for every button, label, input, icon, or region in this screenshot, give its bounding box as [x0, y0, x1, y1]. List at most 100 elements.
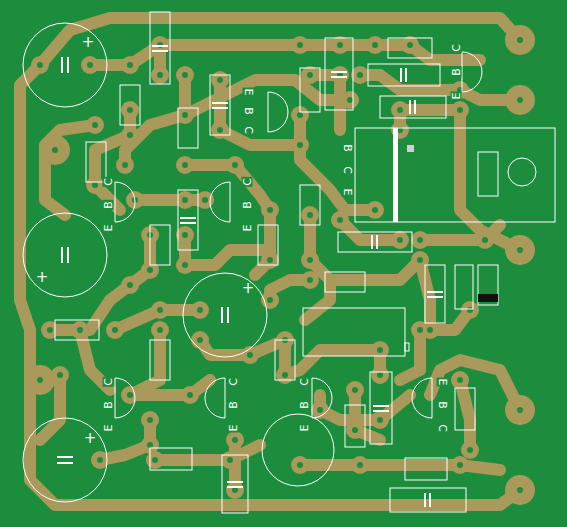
drill-hole [112, 327, 118, 333]
solder-pad [226, 431, 244, 449]
solder-pad [121, 386, 139, 404]
resistor-outline [388, 38, 432, 58]
drill-hole [182, 197, 188, 203]
drill-hole [202, 197, 208, 203]
solder-pad [121, 126, 139, 144]
solder-pad [176, 191, 194, 209]
solder-pad [151, 321, 169, 339]
drill-hole [77, 327, 83, 333]
pin-label: B [243, 106, 254, 116]
drill-hole [307, 257, 313, 263]
drill-hole [337, 217, 343, 223]
diode-outline [478, 265, 498, 305]
drill-hole [467, 307, 473, 313]
transistor-outline [462, 52, 482, 92]
resistor-outline [405, 458, 447, 480]
pin-label: E [451, 92, 462, 101]
drill-hole [297, 112, 303, 118]
pin-label: E [242, 224, 253, 233]
drill-hole [232, 437, 238, 443]
capacitor-outline [222, 455, 248, 513]
terminal-pad [25, 365, 55, 395]
transistor-outline [115, 378, 135, 418]
pin-label: B [228, 400, 239, 410]
drill-hole [267, 257, 273, 263]
drill-hole [482, 237, 488, 243]
solder-pad [476, 231, 494, 249]
pin-label: C [103, 177, 114, 187]
solder-pad [331, 66, 349, 84]
drill-hole [457, 377, 463, 383]
drill-hole [147, 442, 153, 448]
solder-pads [25, 25, 535, 505]
pin-label: C [342, 165, 353, 175]
solder-pad [191, 331, 209, 349]
drill-hole [127, 107, 133, 113]
transistor-outline [412, 378, 432, 418]
pin-one-mark [407, 145, 414, 152]
pin-label: B [242, 200, 253, 210]
drill-hole [97, 457, 103, 463]
drill-hole [467, 447, 473, 453]
polarity-mark: + [241, 281, 256, 296]
pin-label: B [299, 400, 310, 410]
solder-pad [71, 321, 89, 339]
pin-label: E [342, 188, 353, 197]
solder-pad [106, 321, 124, 339]
solder-pad [461, 441, 479, 459]
pin-label: B [342, 143, 353, 153]
drill-hole [267, 207, 273, 213]
solder-pad [221, 451, 239, 469]
solder-pad [176, 66, 194, 84]
terminal-pad [505, 395, 535, 425]
solder-pad [371, 411, 389, 429]
drill-hole [377, 417, 383, 423]
electrolytic-capacitor [23, 23, 107, 107]
capacitor-outline [425, 265, 445, 323]
drill-hole [517, 247, 523, 253]
drill-hole [282, 372, 288, 378]
drill-hole [457, 462, 463, 468]
pin-label: E [103, 224, 114, 233]
pin-label: B [103, 400, 114, 410]
pin-label: C [243, 125, 254, 135]
pin-label: C [437, 423, 448, 433]
drill-hole [352, 427, 358, 433]
solder-pad [141, 411, 159, 429]
solder-pad [331, 36, 349, 54]
pin-label: E [228, 424, 239, 433]
terminal-pad [505, 235, 535, 265]
drill-hole [197, 337, 203, 343]
pin-label: C [228, 377, 239, 387]
drill-hole [127, 132, 133, 138]
pin-label: C [299, 377, 310, 387]
solder-pad [411, 251, 429, 269]
solder-pad [191, 301, 209, 319]
drill-hole [357, 462, 363, 468]
solder-pad [121, 276, 139, 294]
solder-pad [291, 456, 309, 474]
solder-pad [176, 256, 194, 274]
pin-label: C [242, 177, 253, 187]
solder-pad [86, 176, 104, 194]
drill-hole [227, 457, 233, 463]
drill-hole [157, 72, 163, 78]
diode-band [478, 294, 498, 302]
resistor-outline [178, 108, 198, 148]
pin-label: C [103, 377, 114, 387]
resistor-outline [150, 340, 170, 380]
drill-hole [147, 417, 153, 423]
drill-hole [427, 327, 433, 333]
solder-pad [451, 101, 469, 119]
drill-hole [397, 237, 403, 243]
capacitor-outline [390, 488, 466, 512]
solder-pad [41, 321, 59, 339]
solder-pad [211, 121, 229, 139]
solder-pad [411, 231, 429, 249]
capacitor-plates [57, 46, 443, 507]
resistor-outline [258, 225, 278, 265]
solder-pad [351, 66, 369, 84]
electrolytic-capacitor [183, 273, 267, 357]
drill-hole [297, 462, 303, 468]
